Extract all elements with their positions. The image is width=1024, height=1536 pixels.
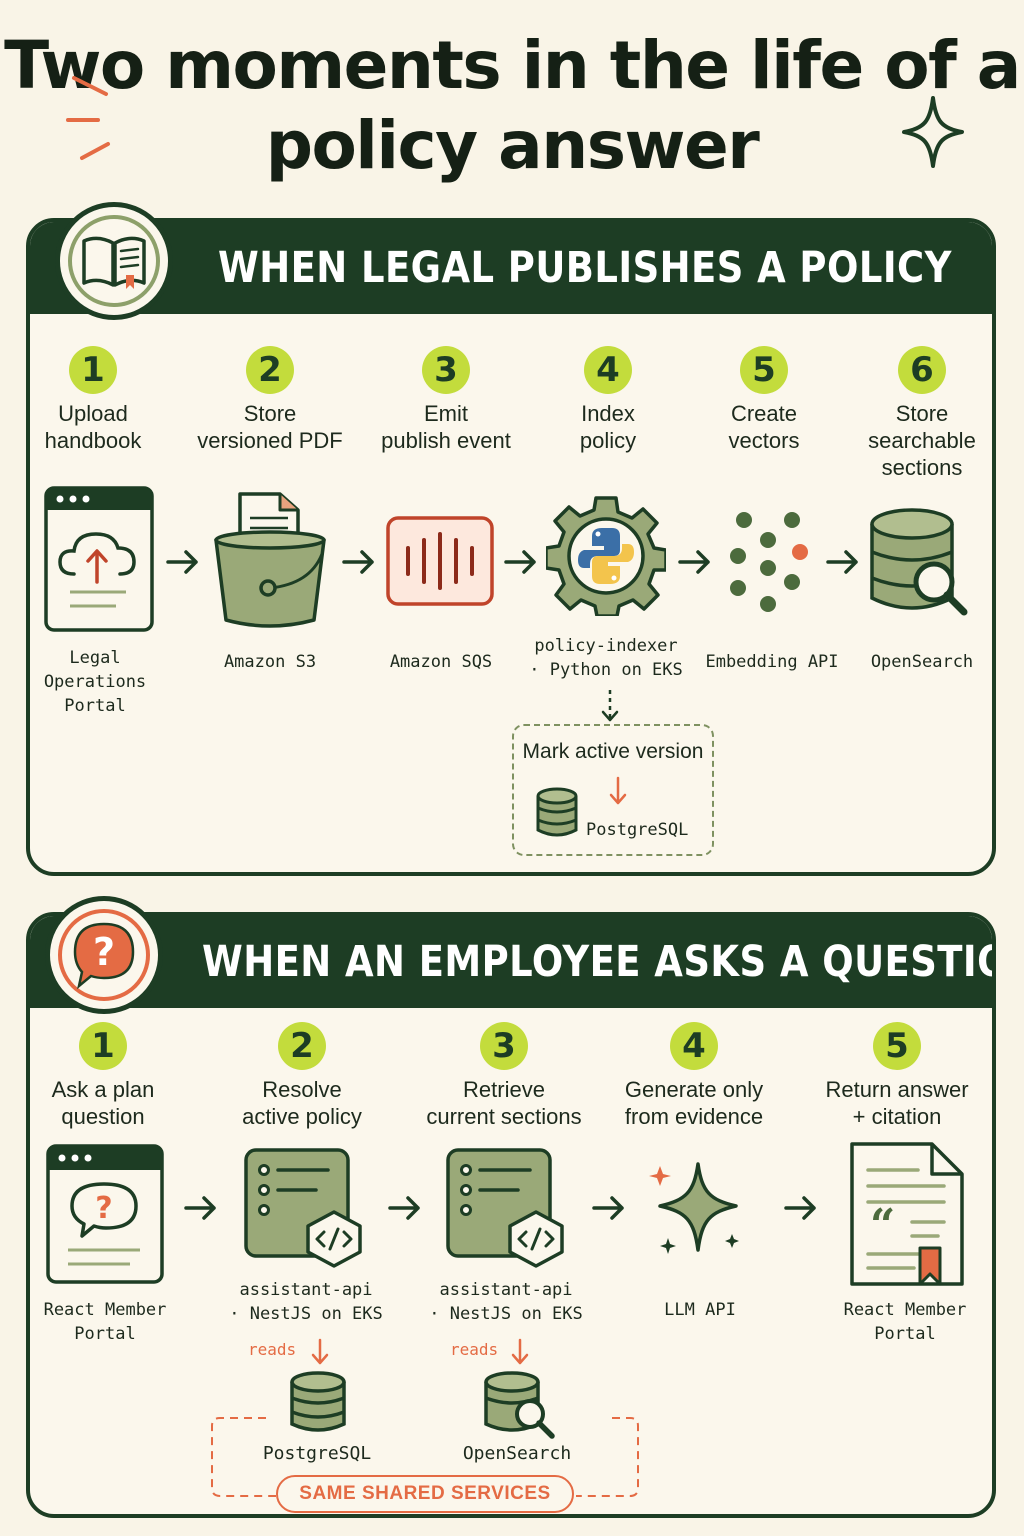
ask-step-1: 1 Ask a plan question — [28, 1022, 178, 1130]
step-number: 5 — [873, 1022, 921, 1070]
flow-arrow — [826, 550, 858, 574]
svg-text:?: ? — [93, 930, 115, 974]
svg-text:“: “ — [870, 1200, 895, 1251]
service-caption: Amazon SQS — [389, 652, 493, 672]
service-caption: React Member Portal — [843, 1300, 967, 1344]
question-bubble-icon: ? — [73, 922, 135, 990]
publish-panel-header: WHEN LEGAL PUBLISHES A POLICY — [30, 222, 992, 314]
database-icon — [536, 787, 578, 837]
sparkle-icon — [649, 1162, 739, 1254]
ask-step-2: 2 Resolve active policy — [222, 1022, 382, 1130]
publish-badge — [55, 202, 173, 320]
red-down-arrow — [511, 1338, 529, 1365]
publish-step-5: 5 Create vectors — [694, 346, 834, 454]
red-down-arrow — [609, 776, 627, 805]
step-label: Index policy — [579, 401, 637, 453]
bucket-icon — [214, 492, 326, 628]
flow-arrow — [504, 550, 536, 574]
dashed-down-arrow — [601, 690, 619, 722]
mark-active-version-label: Mark active version — [522, 740, 704, 763]
browser-upload-icon — [44, 486, 154, 632]
publish-step-3: 3 Emit publish event — [366, 346, 526, 454]
publish-panel: WHEN LEGAL PUBLISHES A POLICY — [26, 218, 996, 876]
sparkle-outline-icon — [902, 96, 964, 168]
browser-question-icon: ? — [46, 1144, 164, 1284]
flow-arrow — [784, 1196, 816, 1220]
step-number: 6 — [898, 346, 946, 394]
reads-label: reads — [248, 1340, 297, 1359]
ask-step-4: 4 Generate only from evidence — [612, 1022, 776, 1130]
open-book-icon — [82, 236, 146, 289]
postgresql-label: PostgreSQL — [586, 820, 689, 840]
server-code-icon — [446, 1148, 564, 1268]
service-caption: Embedding API — [705, 652, 839, 672]
service-caption: Legal Operations Portal — [43, 648, 147, 716]
step-label: Resolve active policy — [242, 1077, 362, 1129]
shared-services-badge: SAME SHARED SERVICES — [276, 1475, 574, 1513]
ask-panel-title: WHEN AN EMPLOYEE ASKS A QUESTION — [202, 937, 996, 987]
database-search-icon — [870, 508, 968, 616]
mark-active-version-box: Mark active version PostgreSQL — [512, 724, 714, 856]
publish-step-1: 1 Upload handbook — [23, 346, 163, 454]
reads-label: reads — [450, 1340, 499, 1359]
service-caption: React Member Portal — [43, 1300, 167, 1344]
step-number: 2 — [246, 346, 294, 394]
step-label: Upload handbook — [44, 401, 142, 453]
publish-step-6: 6 Store searchable sections — [852, 346, 992, 481]
red-down-arrow — [311, 1338, 329, 1365]
ask-step-3: 3 Retrieve current sections — [418, 1022, 590, 1130]
python-gear-icon — [546, 496, 666, 616]
step-number: 1 — [69, 346, 117, 394]
service-caption: assistant-api · NestJS on EKS — [429, 1280, 583, 1324]
step-label: Create vectors — [728, 401, 800, 453]
page-title: Two moments in the life of a policy answ… — [4, 27, 1021, 184]
shared-store-label: PostgreSQL — [262, 1443, 372, 1464]
service-caption: Amazon S3 — [223, 652, 317, 672]
step-label: Retrieve current sections — [426, 1077, 582, 1129]
step-label: Generate only from evidence — [624, 1077, 764, 1129]
spark-lines-icon — [66, 76, 110, 160]
flow-arrow — [592, 1196, 624, 1220]
step-label: Return answer + citation — [825, 1077, 969, 1129]
service-caption: assistant-api · NestJS on EKS — [229, 1280, 383, 1324]
step-label: Ask a plan question — [51, 1077, 155, 1129]
step-label: Store searchable sections — [868, 401, 976, 480]
shared-services-frame — [211, 1417, 639, 1497]
step-label: Emit publish event — [381, 401, 511, 453]
ask-badge: ? — [45, 896, 163, 1014]
service-caption: OpenSearch — [870, 652, 974, 672]
flow-arrow — [166, 550, 198, 574]
step-label: Store versioned PDF — [197, 401, 343, 453]
flow-arrow — [678, 550, 710, 574]
publish-step-4: 4 Index policy — [538, 346, 678, 454]
publish-panel-title: WHEN LEGAL PUBLISHES A POLICY — [218, 243, 952, 293]
flow-arrow — [184, 1196, 216, 1220]
vector-dots-icon — [730, 512, 808, 612]
service-caption: LLM API — [664, 1300, 736, 1320]
publish-step-2: 2 Store versioned PDF — [190, 346, 350, 454]
svg-text:?: ? — [95, 1191, 112, 1226]
step-number: 4 — [584, 346, 632, 394]
document-citation-icon: “ — [850, 1142, 964, 1286]
step-number: 2 — [278, 1022, 326, 1070]
step-number: 3 — [480, 1022, 528, 1070]
shared-store-label: OpenSearch — [462, 1443, 572, 1464]
queue-icon — [386, 516, 494, 606]
step-number: 5 — [740, 346, 788, 394]
database-icon — [290, 1371, 346, 1432]
server-code-icon — [244, 1148, 362, 1268]
ask-step-5: 5 Return answer + citation — [812, 1022, 982, 1130]
step-number: 1 — [79, 1022, 127, 1070]
step-number: 4 — [670, 1022, 718, 1070]
ask-panel-header: WHEN AN EMPLOYEE ASKS A QUESTION — [30, 916, 992, 1008]
service-caption: policy-indexer · Python on EKS — [529, 636, 683, 680]
flow-arrow — [388, 1196, 420, 1220]
step-number: 3 — [422, 346, 470, 394]
flow-arrow — [342, 550, 374, 574]
database-search-icon — [484, 1371, 555, 1439]
